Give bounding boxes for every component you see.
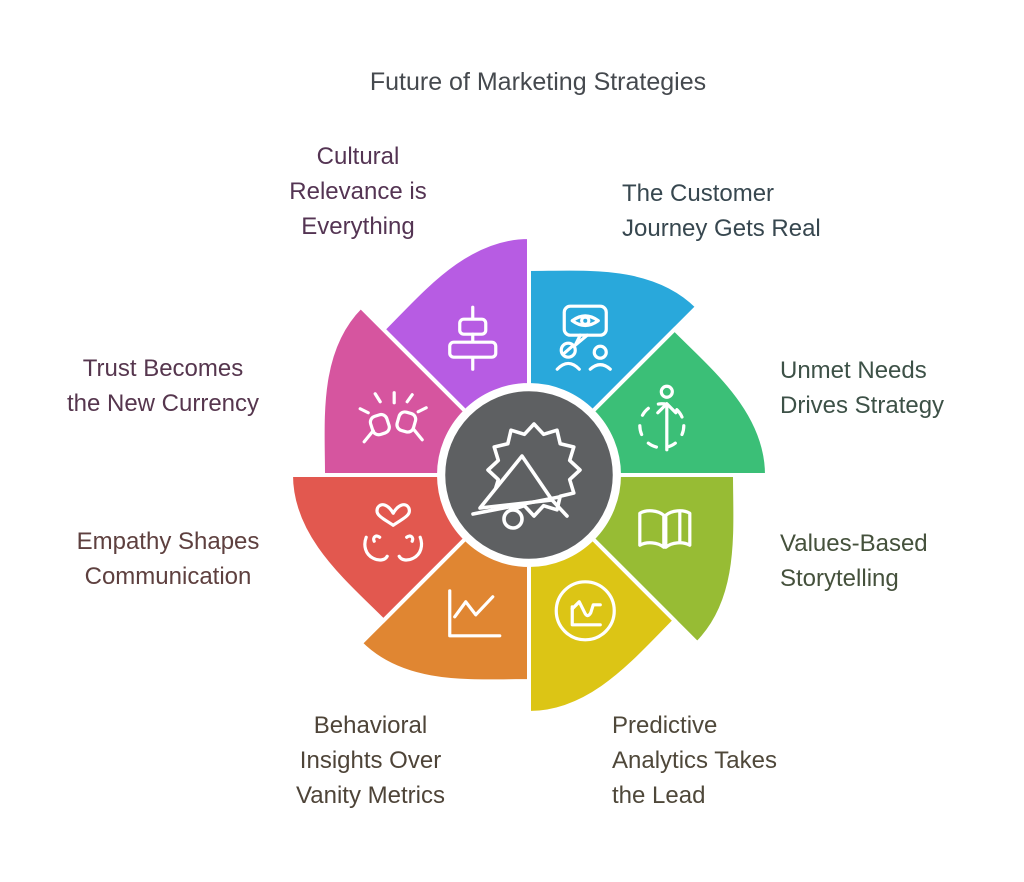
segment-wedge-behavioral-insights bbox=[357, 535, 531, 684]
segment-label-trust: Trust Becomes the New Currency bbox=[66, 355, 260, 417]
page-title: Future of Marketing Strategies bbox=[369, 68, 707, 96]
segment-wedge-predictive-analytics bbox=[527, 535, 678, 716]
megaphone-handle bbox=[550, 498, 569, 518]
segment-label-values-storytelling: Values-Based Storytelling bbox=[780, 530, 928, 592]
segment-label-customer-journey: The Customer Journey Gets Real bbox=[622, 180, 821, 242]
segment-wedge-empathy bbox=[288, 473, 469, 624]
segment-wedge-values-storytelling bbox=[589, 473, 738, 647]
segment-wedge-unmet-needs bbox=[589, 326, 770, 477]
starburst-outline bbox=[486, 422, 582, 518]
segment-wedge-customer-journey bbox=[527, 266, 701, 415]
megaphone-knob bbox=[502, 508, 524, 530]
segment-wedge-cultural-relevance bbox=[380, 234, 531, 415]
segment-label-behavioral-insights: Behavioral Insights Over Vanity Metrics bbox=[296, 712, 445, 809]
segment-label-empathy: Empathy Shapes Communication bbox=[76, 528, 260, 590]
wheel-segments bbox=[288, 234, 770, 716]
megaphone-icon bbox=[471, 422, 582, 530]
segment-label-unmet-needs: Unmet Needs Drives Strategy bbox=[780, 357, 945, 419]
segment-label-cultural-relevance: Cultural Relevance is Everything bbox=[289, 143, 427, 240]
segment-wedge-trust bbox=[320, 303, 469, 477]
megaphone-rim bbox=[471, 495, 561, 516]
segment-label-predictive-analytics: Predictive Analytics Takes the Lead bbox=[612, 712, 777, 809]
